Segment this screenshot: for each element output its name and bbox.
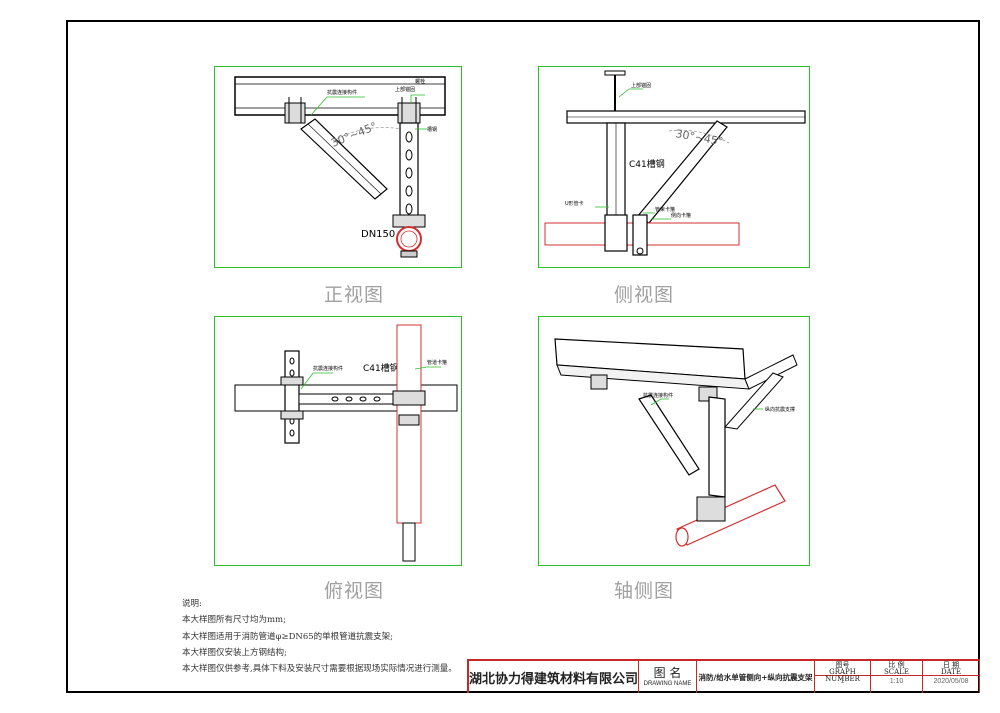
note-line-4: 本大样图仅供参考,具体下料及安装尺寸需要根据现场实际情况进行测量。 [182, 664, 457, 675]
scale-cell: 比 例 SCALE 1:10 [871, 661, 923, 693]
drawing-name-cn: 图 名 [653, 666, 682, 680]
front-view-title: 正视图 [323, 284, 384, 306]
front-pipe-label: DN150 [361, 229, 395, 240]
front-annotation-3: 螺栓 [415, 78, 425, 85]
front-view-drawing: 30°~45° DN150 抗震连接构件 上部锚固 螺栓 槽钢 [234, 76, 446, 258]
side-channel-label: C41槽钢 [629, 158, 665, 170]
drawing-title: 消防/给水单管侧向+纵向抗震支架 [697, 661, 815, 693]
scale-cn: 比 例 [888, 661, 905, 669]
scale-en: SCALE [884, 668, 909, 676]
graph-number-cn: 图号 [835, 661, 850, 669]
side-annotation-2: U形管卡 [565, 200, 584, 207]
side-view-title: 侧视图 [613, 284, 674, 306]
front-annotation-4: 槽钢 [427, 126, 437, 133]
graph-number-value: 1 [840, 678, 845, 685]
side-annotation-1: 上部锚固 [631, 82, 651, 89]
graph-number-en: GRAPH NUMBER [825, 668, 860, 683]
date-value: 2020/05/08 [933, 678, 969, 685]
top-view-title: 俯视图 [323, 580, 384, 602]
front-angle-label: 30°~45° [329, 120, 379, 150]
drawing-name-en: DRAWING NAME [643, 681, 692, 687]
top-view-panel: C41槽钢 抗震连接构件 管道卡箍 [214, 316, 462, 566]
note-line-3: 本大样图仅安装上方钢结构; [182, 647, 287, 658]
graph-number-header: 图号 GRAPH NUMBER [815, 661, 870, 683]
side-view-drawing: 30°~45° C41槽钢 上部锚固 U形管卡 管束卡箍 侧向卡箍 [544, 70, 806, 256]
front-annotation-1: 抗震连接构件 [327, 89, 357, 96]
axis-annotation-1: 抗震连接构件 [643, 392, 673, 399]
front-annotation-2: 上部锚固 [395, 86, 415, 93]
axis-annotation-2: 纵向抗震支撑 [765, 406, 795, 413]
date-en: DATE [940, 668, 962, 676]
note-line-2: 本大样图适用于消防管道φ≥DN65的单根管道抗震支架; [182, 631, 394, 642]
top-annotation-1: 抗震连接构件 [313, 365, 343, 372]
axis-view-panel: 抗震连接构件 纵向抗震支撑 [538, 316, 810, 566]
top-view-drawing: C41槽钢 抗震连接构件 管道卡箍 [234, 324, 458, 562]
drawing-sheet [66, 20, 980, 693]
notes: 说明: 本大样图所有尺寸均为mm; 本大样图适用于消防管道φ≥DN65的单根管道… [182, 596, 457, 677]
notes-title: 说明: [182, 599, 202, 609]
date-cell: 日 期 DATE 2020/05/08 [923, 661, 980, 693]
top-annotation-2: 管道卡箍 [427, 359, 447, 366]
date-cn: 日 期 [942, 661, 960, 669]
side-annotation-3: 管束卡箍 [655, 206, 675, 213]
axis-view-title: 轴侧图 [613, 580, 674, 602]
side-annotation-4: 侧向卡箍 [671, 212, 691, 219]
side-view-panel: 30°~45° C41槽钢 上部锚固 U形管卡 管束卡箍 侧向卡箍 [538, 66, 810, 268]
note-line-1: 本大样图所有尺寸均为mm; [182, 615, 286, 626]
graph-number-cell: 图号 GRAPH NUMBER 1 [815, 661, 871, 693]
date-header: 日 期 DATE [923, 661, 979, 676]
front-view-panel: 30°~45° DN150 抗震连接构件 上部锚固 螺栓 槽钢 [214, 66, 462, 268]
scale-header: 比 例 SCALE [871, 661, 922, 676]
top-channel-label: C41槽钢 [363, 362, 399, 374]
company-name: 湖北协力得建筑材料有限公司 [469, 661, 639, 693]
axis-view-drawing: 抗震连接构件 纵向抗震支撑 [554, 338, 798, 547]
title-block: 湖北协力得建筑材料有限公司 图 名 DRAWING NAME 消防/给水单管侧向… [467, 659, 980, 693]
scale-value: 1:10 [889, 678, 904, 685]
drawing-name-header: 图 名 DRAWING NAME [639, 661, 697, 693]
